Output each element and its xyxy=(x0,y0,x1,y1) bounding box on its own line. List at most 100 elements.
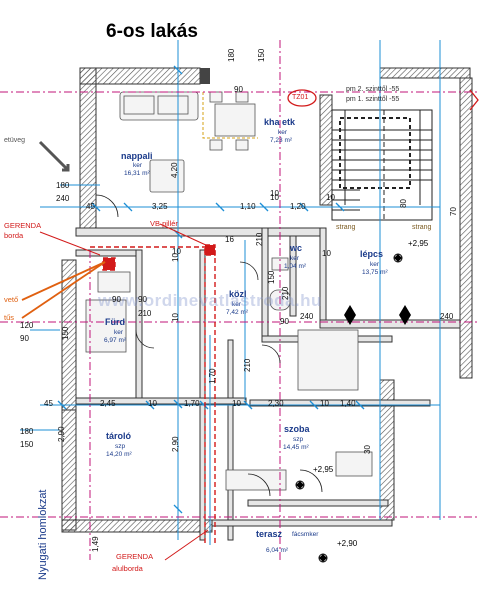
room-terasz-area: 6,04 m² xyxy=(266,547,289,554)
room-lepcs-area: 13,75 m² xyxy=(362,269,388,276)
dim-v-90a: 90 xyxy=(138,295,147,304)
dim-left-120: 120 xyxy=(20,321,34,330)
dimension-lines xyxy=(20,40,441,545)
dim-80: 80 xyxy=(399,199,408,208)
dim-h-110: 1,10 xyxy=(240,202,256,211)
dim-v-30: 30 xyxy=(363,445,372,454)
terasz-level: +2,90 xyxy=(337,539,358,548)
pm1-label: pm 1. szinttől -55 xyxy=(346,96,400,103)
dim-90-r: 90 xyxy=(280,317,289,326)
room-szoba-floor: szp xyxy=(293,436,304,443)
dim-left-180b: 180 xyxy=(20,427,34,436)
room-terasz-name: terasz xyxy=(256,529,283,539)
dim-10-top: 10 xyxy=(270,189,279,198)
page-title: 6-os lakás xyxy=(106,21,198,42)
room-tarolo-name: tároló xyxy=(106,431,132,441)
axis-lines xyxy=(0,40,479,560)
dim-v-210d: 210 xyxy=(243,358,252,372)
room-tarolo-floor: szp xyxy=(115,443,126,450)
gerenda-top-label: GERENDA xyxy=(4,221,42,230)
leader-lines xyxy=(39,223,209,561)
gerenda-top-sub: borda xyxy=(4,231,24,240)
gerenda-bottom-label: GERENDA xyxy=(116,552,154,561)
dim-h-245: 2,45 xyxy=(100,399,116,408)
dim-v-149: 1,49 xyxy=(91,536,100,552)
dim-h-10e: 10 xyxy=(320,399,329,408)
room-nappali-floor: ker xyxy=(133,162,143,169)
dim-v-210a: 210 xyxy=(255,232,264,246)
dim-top-90: 90 xyxy=(234,85,243,94)
tz01-label: TZ01 xyxy=(292,94,309,101)
dimension-ticks xyxy=(57,65,365,514)
kitchen-outline xyxy=(202,92,258,139)
strang-label-1: strang xyxy=(336,224,356,231)
room-tarolo-area: 14,20 m² xyxy=(106,451,132,458)
dim-v-290a: 2,90 xyxy=(171,436,180,452)
door-swings xyxy=(95,194,323,497)
room-wc-name: wc xyxy=(290,243,303,253)
strang-label-2: strang xyxy=(412,224,432,231)
dim-top-150: 150 xyxy=(257,48,266,62)
beams xyxy=(90,244,216,545)
tz-marker xyxy=(287,89,317,107)
room-wc-area: 1,04 m² xyxy=(284,263,307,270)
room-furd-name: Fürd xyxy=(105,317,125,327)
room-kozl-area: 7,42 m² xyxy=(226,309,249,316)
dim-150-r: 150 xyxy=(267,270,276,284)
dim-v-10b: 10 xyxy=(171,313,180,322)
lepcs-level: +2,95 xyxy=(408,239,429,248)
dim-top-180: 180 xyxy=(227,48,236,62)
left-fragment-2: tűs xyxy=(4,313,15,322)
room-kha-etk-name: kha etk xyxy=(264,117,296,127)
staircase xyxy=(331,109,433,221)
room-nappali-name: nappali xyxy=(121,151,153,161)
dim-v-290b: 2,90 xyxy=(57,426,66,442)
dim-left-240: 240 xyxy=(56,194,70,203)
dim-70: 70 xyxy=(449,207,458,216)
dim-240a: 240 xyxy=(300,312,314,321)
north-arrow xyxy=(469,89,479,111)
dim-v-210b: 210 xyxy=(281,286,290,300)
room-lepcs-name: lépcs xyxy=(360,249,384,259)
dim-left-90: 90 xyxy=(20,334,29,343)
gerenda-bottom-sub: alulborda xyxy=(112,564,143,573)
exterior-walls xyxy=(61,67,473,533)
pm2-label: pm 2. szinttől -55 xyxy=(346,86,400,93)
dim-h-10b: 10 xyxy=(326,193,335,202)
dim-240b: 240 xyxy=(440,312,454,321)
vb-piller-label: VB pillér xyxy=(150,219,178,228)
dim-h-45a: 45 xyxy=(86,202,95,211)
room-kha-etk-area: 7,23 m² xyxy=(270,137,293,144)
dim-left-180a: 180 xyxy=(56,181,70,190)
watermark: www.ordinevatlastroda.hu xyxy=(98,291,322,310)
dim-h-140: 1,40 xyxy=(340,399,356,408)
nyugati-homlokzat-label: Nyugati homlokzat xyxy=(37,489,49,581)
room-lepcs-floor: ker xyxy=(370,261,380,268)
room-szoba-area: 14,45 m² xyxy=(283,444,309,451)
room-terasz-floor: fácsmker xyxy=(292,531,319,538)
room-furd-area: 6,97 m² xyxy=(104,337,127,344)
room-furd-floor: ker xyxy=(114,329,124,336)
window-arrow xyxy=(38,140,70,172)
furniture xyxy=(85,91,373,491)
dim-v-210c: 210 xyxy=(138,309,152,318)
dim-10-s: 10 xyxy=(172,247,181,256)
szoba-level: +2,95 xyxy=(313,465,334,474)
dim-v-420: 4,20 xyxy=(170,162,179,178)
room-kozl-floor: ker xyxy=(232,301,242,308)
dim-v-150: 150 xyxy=(61,326,70,340)
left-fragment-1: vető xyxy=(4,295,19,304)
dim-h-10d: 10 xyxy=(232,399,241,408)
room-wc-floor: ker xyxy=(290,255,300,262)
dim-90-s: 90 xyxy=(112,295,121,304)
dim-h-230: 2,30 xyxy=(268,399,284,408)
dim-h-170: 1,70 xyxy=(184,399,200,408)
dim-h-45b: 45 xyxy=(44,399,53,408)
room-kha-etk-floor: ker xyxy=(278,129,288,136)
dim-h-10c: 10 xyxy=(148,399,157,408)
dim-16: 16 xyxy=(225,235,234,244)
dim-left-150: 150 xyxy=(20,440,34,449)
dim-h-120: 1,20 xyxy=(290,202,306,211)
level-markers xyxy=(295,253,411,563)
